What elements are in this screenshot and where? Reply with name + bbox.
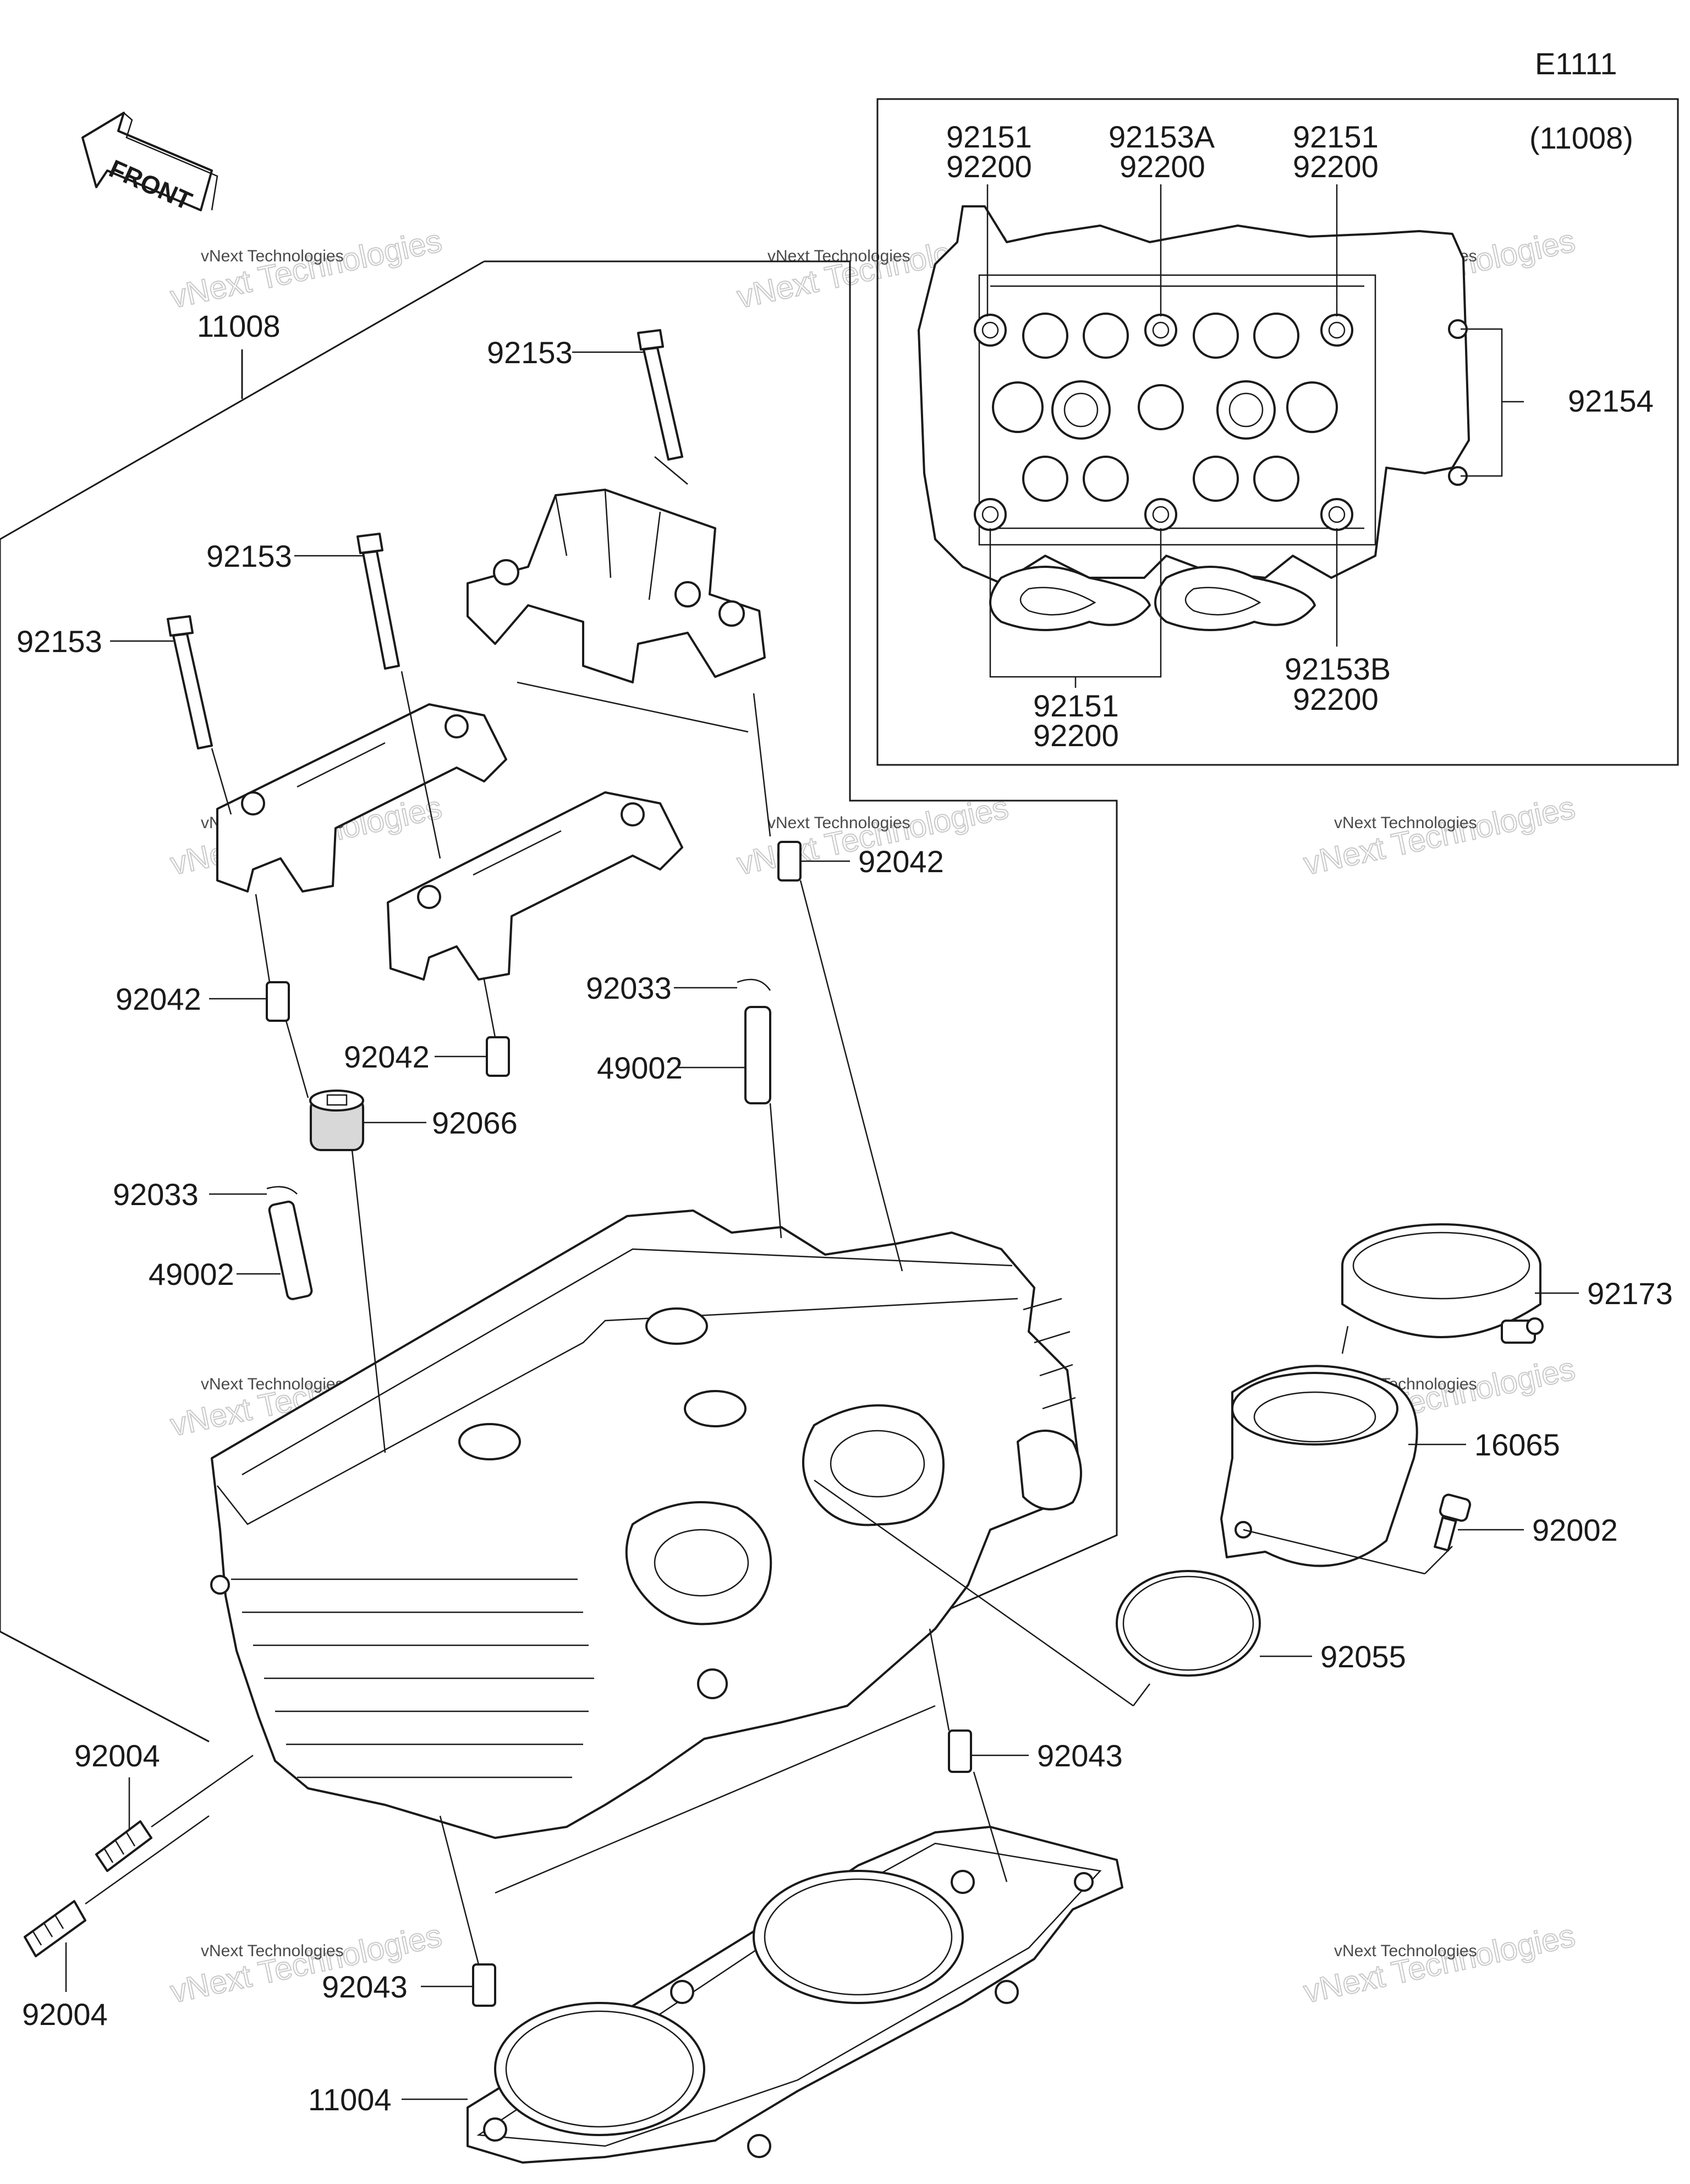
bolt-92153-c	[167, 615, 213, 749]
inset-box: (11008)	[876, 98, 1679, 766]
part-labels: 92153 92153 92153 92042 92042 92042 9203…	[17, 335, 1673, 2117]
label-92153-c: 92153	[17, 624, 102, 659]
inset-label-top1-l2: 92200	[946, 149, 1032, 184]
dowel-92043-a	[948, 1729, 972, 1773]
label-92004-b: 92004	[22, 1997, 108, 2032]
screw-92002	[1434, 1493, 1472, 1552]
clamp-92173	[1341, 1223, 1544, 1344]
oil-plug-92066	[309, 1090, 364, 1151]
bolt-92153-b	[356, 533, 400, 670]
inset-label-top3-l2: 92200	[1293, 149, 1379, 184]
inset-head-top-view	[918, 205, 1470, 631]
cylinder-head	[210, 1209, 1082, 1839]
inset-label-bot1-l1: 92151	[1033, 688, 1119, 723]
label-11008: 11008	[197, 309, 281, 343]
label-92002: 92002	[1532, 1513, 1618, 1547]
o-ring-92055	[1116, 1570, 1261, 1677]
cam-cap-front	[216, 703, 507, 893]
label-92042-b: 92042	[344, 1039, 430, 1074]
label-92055: 92055	[1320, 1639, 1406, 1674]
svg-text:vNext Technologies: vNext Technologies	[201, 1942, 344, 1960]
leader-lines	[65, 351, 1579, 2100]
inset-label-top1-l1: 92151	[946, 119, 1032, 154]
svg-text:vNext Technologies: vNext Technologies	[1334, 814, 1477, 832]
inset-label: (11008)	[1529, 121, 1633, 155]
svg-text:vNext Technologies: vNext Technologies	[767, 247, 910, 265]
dowel-92042-c	[777, 841, 802, 882]
watermark: vNext Technologies vNext Technologies	[1300, 1917, 1578, 2011]
label-92173: 92173	[1587, 1276, 1673, 1311]
svg-text:vNext Technologies: vNext Technologies	[201, 1375, 344, 1393]
label-92042-a: 92042	[116, 982, 201, 1016]
stud-92004-a	[95, 1820, 152, 1872]
svg-text:vNext Technologies: vNext Technologies	[767, 814, 910, 832]
label-92153-b: 92153	[206, 539, 292, 573]
dowel-92042-a	[266, 981, 290, 1022]
inset-label-top2-l1: 92153A	[1109, 119, 1215, 154]
svg-text:vNext Technologies: vNext Technologies	[1334, 1942, 1477, 1960]
dowel-92042-b	[486, 1036, 510, 1077]
diagram-id: E1111	[1535, 46, 1617, 81]
svg-text:vNext Technologies: vNext Technologies	[167, 223, 445, 315]
label-92033-a: 92033	[113, 1177, 199, 1212]
inset-label-bot2-l1: 92153B	[1285, 652, 1391, 686]
label-49002-b: 49002	[597, 1050, 683, 1085]
intake-holder-16065	[1220, 1365, 1418, 1567]
label-92042-c: 92042	[858, 844, 944, 879]
head-gasket-11004	[467, 1826, 1123, 2164]
inset-label-top2-l2: 92200	[1120, 149, 1205, 184]
cam-cap-rear	[387, 791, 683, 981]
stud-92004-b	[24, 1900, 86, 1957]
watermark: vNext Technologies vNext Technologies	[167, 222, 445, 316]
bolt-92153-a	[637, 329, 683, 461]
inset-label-bot2-l2: 92200	[1293, 682, 1379, 716]
clip-92033-a	[266, 1186, 298, 1195]
clip-92033-b	[737, 978, 771, 991]
watermark: vNext Technologies vNext Technologies	[1300, 789, 1578, 883]
label-92033-b: 92033	[586, 971, 672, 1005]
label-92043-a: 92043	[1037, 1738, 1123, 1773]
inset-frame	[876, 98, 1679, 766]
inset-cam-area	[978, 274, 1376, 546]
inset-label-top3-l1: 92151	[1293, 119, 1379, 154]
label-92004-a: 92004	[74, 1738, 160, 1773]
cam-cap-holder	[467, 489, 766, 683]
valve-guide-49002-b	[744, 1006, 771, 1104]
label-92066: 92066	[432, 1105, 518, 1140]
label-16065: 16065	[1474, 1427, 1560, 1462]
label-49002-a: 49002	[149, 1257, 234, 1291]
svg-text:vNext Technologies: vNext Technologies	[201, 247, 344, 265]
assembly-outline-left	[0, 260, 485, 1743]
label-92043-b: 92043	[322, 1969, 408, 2004]
assembly-outline	[484, 260, 1118, 1619]
valve-guide-49002-a	[268, 1200, 313, 1300]
front-arrow-icon: FRONT	[81, 112, 218, 216]
label-92153-a: 92153	[487, 335, 573, 370]
dowel-92043-b	[472, 1963, 496, 2007]
svg-text:vNext Technologies: vNext Technologies	[1301, 790, 1578, 882]
inset-label-bot1-l2: 92200	[1033, 718, 1119, 753]
inset-label-side: 92154	[1568, 384, 1654, 418]
label-11004: 11004	[308, 2082, 392, 2117]
svg-text:vNext Technologies: vNext Technologies	[1301, 1918, 1578, 2010]
